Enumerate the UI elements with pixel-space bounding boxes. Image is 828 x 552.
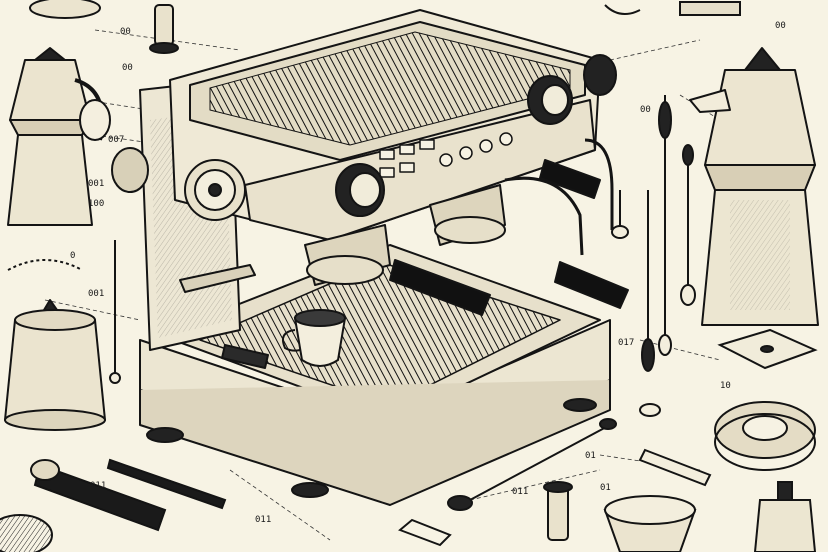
knob: [753, 481, 817, 552]
part-label: 001: [88, 289, 104, 299]
espresso-machine: [111, 9, 629, 506]
espresso-cup: [282, 309, 347, 367]
moka-pot: [689, 47, 819, 326]
part-label: 0: [70, 251, 75, 261]
part-label: 100: [88, 199, 104, 209]
gasket-ring: [29, 0, 101, 19]
steam-wand: [109, 144, 696, 384]
portafilter: [106, 458, 227, 510]
part-label: 001: [88, 179, 104, 189]
part-label: 011: [255, 515, 271, 525]
part-label: 10: [720, 381, 731, 391]
part-label: 01: [600, 483, 611, 493]
portafilter-basket: [0, 514, 53, 552]
part-label: 00: [775, 21, 786, 31]
spoon: [447, 418, 617, 511]
part-label: 00: [122, 63, 133, 73]
moka-pot: [7, 47, 111, 226]
part-label: 00: [120, 27, 131, 37]
part-label: 00: [640, 105, 651, 115]
part-label: 011: [512, 487, 528, 497]
part-labels: 00 00 001 007 0 001 00 017 10 01 011 01 …: [70, 21, 786, 525]
steam-wand: [611, 95, 672, 356]
part-label: 007: [108, 135, 124, 145]
part-label: 017: [618, 338, 634, 348]
gasket-ring: [639, 328, 818, 417]
bracket: [7, 1, 741, 547]
portafilter: [30, 459, 167, 532]
part-label: 01: [585, 451, 596, 461]
filter-disc: [714, 401, 816, 471]
tamper: [149, 4, 179, 54]
part-label: 011: [90, 481, 106, 491]
dosing-cup: [603, 495, 697, 552]
tamper: [543, 481, 573, 541]
moka-pot: [4, 299, 106, 431]
